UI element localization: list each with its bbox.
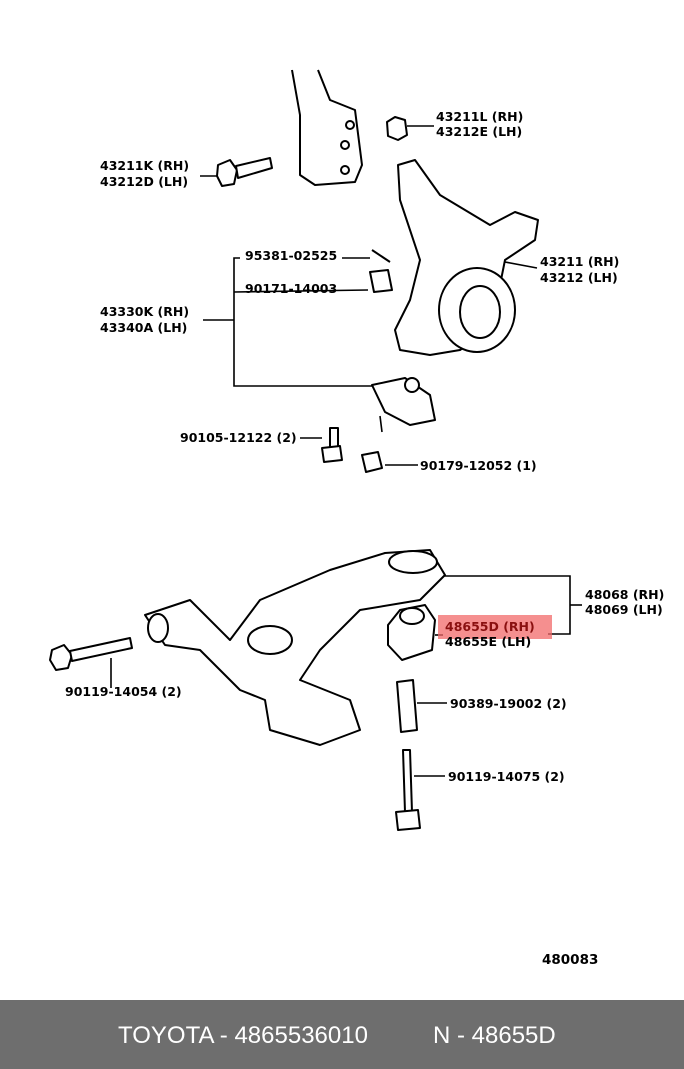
strut-drawing	[291, 69, 363, 186]
nut-drawing	[386, 116, 434, 141]
steering-knuckle-drawing	[394, 159, 539, 356]
parts-diagram: 43211L (RH) 43212E (LH) 43211K (RH) 4321…	[49, 69, 664, 968]
bushing-drawing	[387, 604, 436, 661]
part-labels: 43211L (RH) 43212E (LH) 43211K (RH) 4321…	[65, 109, 664, 968]
bolt-drawing	[200, 157, 273, 187]
part-label[interactable]: 90119-14054 (2)	[65, 684, 182, 699]
part-label[interactable]: 43211L (RH)	[436, 109, 523, 124]
highlight-box	[438, 615, 552, 639]
diagram-number: 480083	[542, 952, 598, 968]
part-label[interactable]: 90389-19002 (2)	[450, 696, 567, 711]
lower-arm-drawing	[144, 549, 446, 746]
part-label[interactable]: 90179-12052 (1)	[420, 458, 537, 473]
part-label[interactable]: 95381-02525	[245, 248, 337, 263]
part-label[interactable]: 48068 (RH)	[585, 587, 664, 602]
cotter-pin-drawing	[371, 249, 391, 263]
footer-bar: TOYOTA - 4865536010 N - 48655D	[0, 1000, 684, 1069]
part-label[interactable]: 43212D (LH)	[100, 174, 188, 189]
part-label[interactable]: 48655E (LH)	[445, 634, 531, 649]
reference-number: N - 48655D	[433, 1022, 556, 1049]
part-label[interactable]: 43340A (LH)	[100, 320, 187, 335]
part-label[interactable]: 43211 (RH)	[540, 254, 619, 269]
part-label[interactable]: 48069 (LH)	[585, 602, 663, 617]
part-label-highlighted[interactable]: 48655D (RH)	[445, 619, 535, 634]
castle-nut-drawing	[369, 269, 393, 293]
part-label[interactable]: 43212 (LH)	[540, 270, 618, 285]
part-label[interactable]: 43211K (RH)	[100, 158, 189, 173]
lower-bolts-drawing	[49, 637, 421, 831]
part-label[interactable]: 90171-14003	[245, 281, 337, 296]
part-label[interactable]: 90119-14075 (2)	[448, 769, 565, 784]
part-label[interactable]: 90105-12122 (2)	[180, 430, 297, 445]
part-label[interactable]: 43330K (RH)	[100, 304, 189, 319]
ball-joint-drawing	[321, 377, 436, 473]
brand-part-number: TOYOTA - 4865536010	[118, 1022, 368, 1049]
part-label[interactable]: 43212E (LH)	[436, 124, 522, 139]
